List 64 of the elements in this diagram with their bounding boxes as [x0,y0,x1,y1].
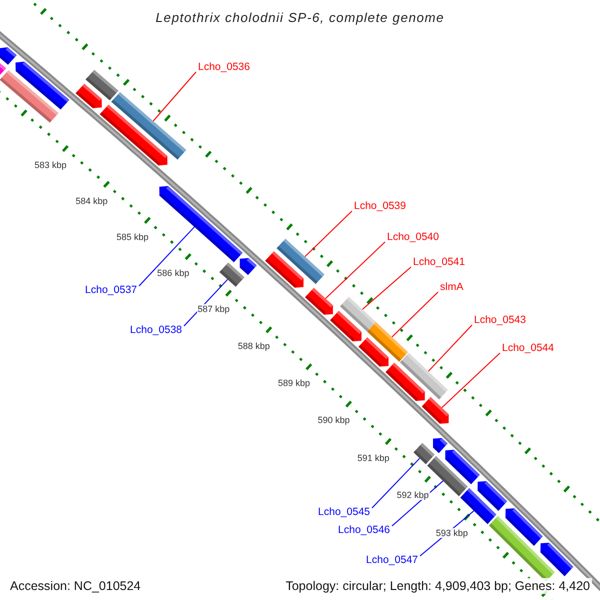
gene-block [0,47,17,65]
scale-label: 589 kbp [276,378,311,388]
accession-text: Accession: NC_010524 [8,578,143,594]
diagram-title: Leptothrix cholodnii SP-6, complete genome [156,10,444,25]
leader-line [325,242,386,299]
gene-block [358,337,388,367]
gene-block [414,442,435,464]
gene-label: Lcho_0538 [130,324,182,336]
gene-label: Lcho_0536 [198,61,250,73]
scale-label: 591 kbp [356,452,390,463]
gene-label: Lcho_0540 [387,231,439,243]
gene-block [159,186,243,262]
gene-block [445,450,480,484]
leader-line [372,458,420,508]
scale-label: 586 kbp [156,268,190,278]
gene-label: Lcho_0545 [318,506,370,518]
leader-line [391,292,438,338]
gene-block [111,92,186,160]
gene-block [427,456,468,496]
scale-label: 585 kbp [115,232,150,242]
scale-label: 588 kbp [236,341,271,352]
gene-block [330,310,362,342]
gene-label: Lcho_0539 [354,200,406,212]
gene-label: Lcho_0546 [338,524,390,536]
gene-label: Lcho_0541 [413,256,465,268]
gene-label: Lcho_0537 [85,284,137,296]
scale-label: 587 kbp [196,304,231,314]
leader-line [138,226,195,286]
gene-block [506,508,543,546]
gene-block [478,481,508,511]
gene-block [422,396,449,424]
gene-label: Lcho_0547 [366,554,418,566]
gene-block [100,104,168,166]
gene-block [367,322,408,362]
gene-block [76,84,102,108]
gene-block [433,438,448,454]
gene-block [400,352,448,400]
scale-label: 590 kbp [316,415,351,426]
gene-label: Lcho_0544 [502,342,554,354]
gene-label: Lcho_0543 [474,314,526,326]
gene-label: slmA [440,281,464,293]
leader-line [441,352,500,408]
gene-block [0,70,59,123]
gene-block [305,288,333,315]
gene-block [386,362,425,401]
gene-block [86,70,118,100]
scale-label: 583 kbp [33,160,68,170]
leader-line [392,480,444,526]
gene-block [240,258,257,275]
leader-line [362,266,412,310]
gene-block [265,251,304,288]
leader-line [304,210,352,258]
leader-line [428,324,472,372]
scale-label: 593 kbp [434,528,469,538]
gene-block [16,62,70,110]
scale-label: 592 kbp [396,490,430,500]
gene-block [219,262,244,287]
scale-label: 584 kbp [74,196,109,206]
gene-block [460,488,496,524]
leader-line [152,72,196,122]
gene-block [540,542,574,576]
gene-block [340,296,376,332]
gene-block [276,238,324,284]
genome-info-text: Topology: circular; Length: 4,909,403 bp; Genes: 4,420 [284,578,592,594]
